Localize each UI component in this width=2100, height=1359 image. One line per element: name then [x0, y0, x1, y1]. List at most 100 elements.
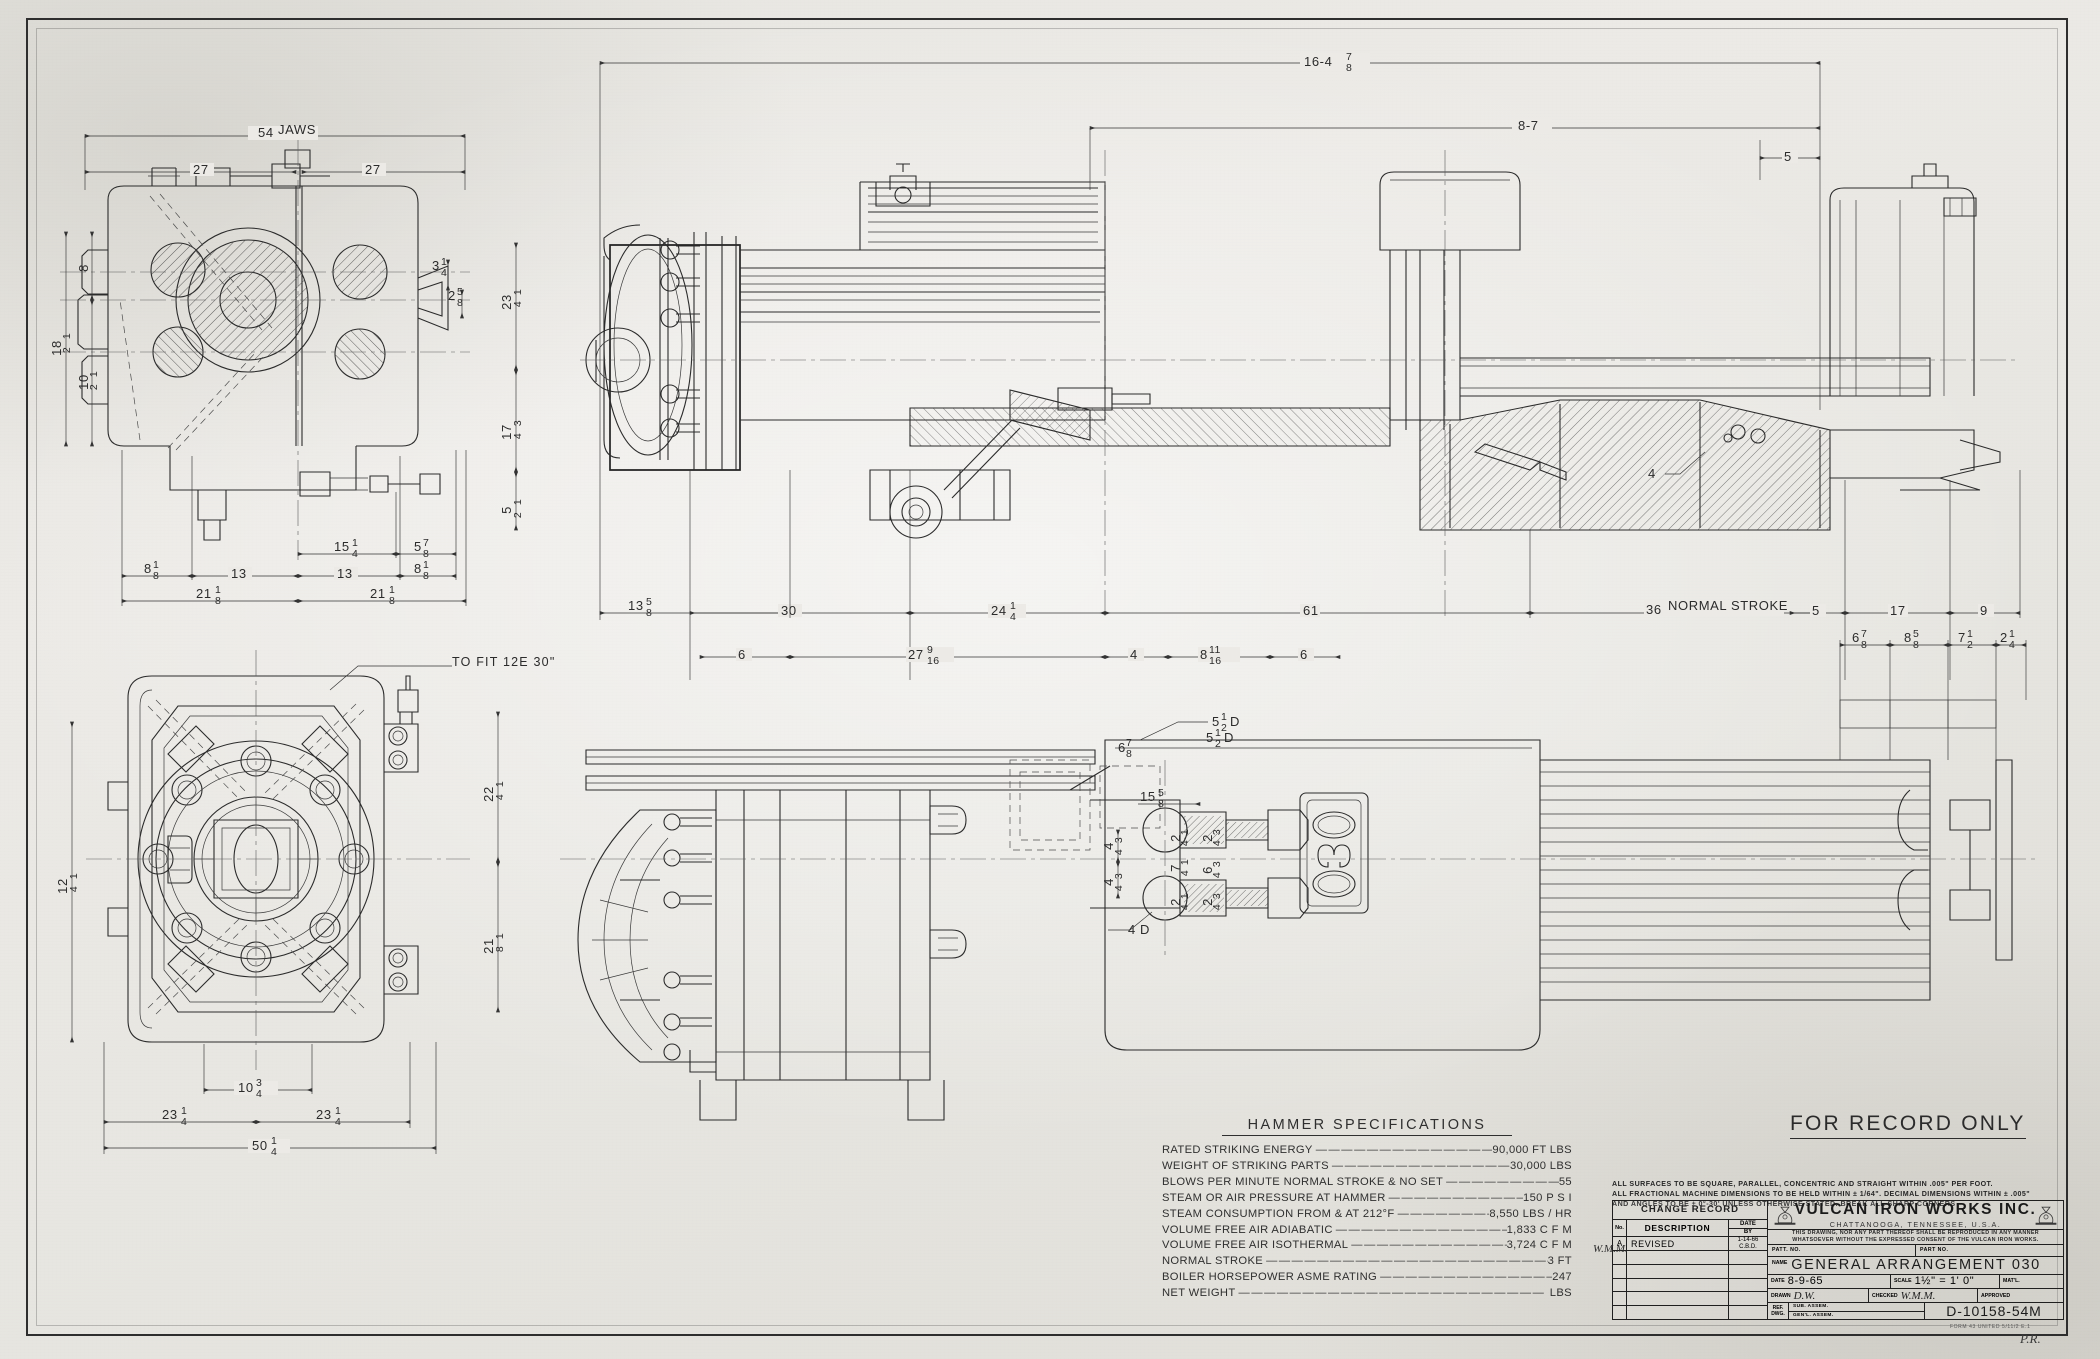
name-label: NAME: [1772, 1259, 1788, 1266]
scale-label: SCALE: [1894, 1278, 1912, 1285]
svg-text:1: 1: [1967, 628, 1973, 640]
svg-text:NORMAL STROKE: NORMAL STROKE: [1668, 598, 1788, 613]
svg-text:9: 9: [927, 644, 933, 656]
view-top-left: [60, 140, 470, 560]
svg-text:8-7: 8-7: [1518, 118, 1539, 133]
scale-value: 1½" = 1' 0": [1914, 1275, 1975, 1288]
svg-text:21: 21: [370, 586, 386, 601]
svg-text:JAWS: JAWS: [278, 122, 316, 137]
spec-label: BOILER HORSEPOWER ASME RATING: [1162, 1271, 1378, 1284]
legal-line-1: THIS DRAWING, NOR ANY PART THEREOF SHALL…: [1791, 1230, 2040, 1236]
svg-text:6: 6: [1852, 630, 1860, 645]
svg-text:2: 2: [1200, 834, 1215, 842]
svg-text:4: 4: [441, 267, 447, 279]
svg-text:5: 5: [499, 506, 514, 514]
tolerance-line-1: ALL SURFACES TO BE SQUARE, PARALLEL, CON…: [1612, 1180, 1993, 1188]
form-stamp: FORM 43 UNITED 5/11/2 E.1: [1950, 1324, 2031, 1330]
svg-text:27: 27: [365, 162, 381, 177]
svg-text:1: 1: [1179, 893, 1191, 899]
dims-main-row1: 13 5 8 30 24 1 4 61 36 NORMAL STROKE 5 1…: [599, 470, 2021, 680]
svg-text:7: 7: [1861, 628, 1867, 640]
for-record-only-stamp: FOR RECORD ONLY: [1790, 1112, 2026, 1139]
spec-label: WEIGHT OF STRIKING PARTS: [1162, 1159, 1329, 1172]
svg-text:8: 8: [1904, 630, 1912, 645]
svg-text:4 D: 4 D: [1128, 922, 1150, 937]
svg-text:23: 23: [162, 1107, 178, 1122]
svg-text:8: 8: [215, 595, 221, 607]
callouts-lower-plan: 5 1 2 D 4 D 15 5 8 6 7 8 4 3 4 4 3 4: [1101, 711, 1239, 937]
legal-line-2: WHATSOEVER WITHOUT THE EXPRESSED CONSENT…: [1792, 1236, 2039, 1243]
col-header-date: DATE: [1729, 1220, 1767, 1229]
svg-text:1: 1: [335, 1105, 341, 1117]
change-record-row: A REVISED 1-14-66 C.B.D.: [1613, 1237, 1767, 1251]
svg-text:1: 1: [389, 584, 395, 596]
tolerance-line-2: ALL FRACTIONAL MACHINE DIMENSIONS TO BE …: [1612, 1190, 2031, 1199]
spec-value: 1,833 C F M: [1506, 1223, 1572, 1236]
company-name: VULCAN IRON WORKS INC.: [1794, 1201, 2037, 1218]
vulcan-logo-left-icon: [1774, 1206, 1796, 1225]
spec-value: 8,550 LBS / HR: [1489, 1207, 1572, 1220]
svg-text:11: 11: [1209, 644, 1221, 656]
svg-text:1: 1: [441, 256, 447, 268]
reference-drawing-row: REF. DWG. SUB. ASSEM. GEN'L. ASSEM. D-10…: [1768, 1303, 2063, 1320]
svg-text:6: 6: [1118, 740, 1126, 755]
svg-text:5: 5: [646, 596, 652, 608]
nameplate-030: [1299, 792, 1369, 914]
svg-text:8: 8: [1126, 748, 1132, 760]
part-no-label: PART NO.: [1920, 1247, 1949, 1254]
svg-text:3: 3: [1211, 893, 1223, 899]
spec-row: STEAM CONSUMPTION FROM & AT 212°F———————…: [1162, 1207, 1572, 1223]
spec-value: LBS: [1549, 1287, 1572, 1300]
svg-text:4: 4: [1179, 840, 1191, 846]
svg-text:8: 8: [1200, 647, 1208, 662]
spec-label: NORMAL STROKE: [1162, 1255, 1264, 1268]
spec-value: 55: [1558, 1175, 1572, 1188]
svg-text:5: 5: [1158, 787, 1164, 799]
svg-text:10: 10: [76, 374, 91, 390]
bolt-lower: [1142, 875, 1309, 921]
svg-text:13: 13: [628, 598, 644, 613]
spec-value: 247: [1552, 1271, 1572, 1284]
svg-text:54: 54: [258, 125, 274, 140]
svg-text:8: 8: [646, 607, 652, 619]
drawing-number: D-10158-54M: [1946, 1303, 2042, 1320]
svg-text:2: 2: [448, 288, 456, 303]
spec-leader-dashes: ————————————————————————: [1238, 1287, 1546, 1300]
title-block-main: VULCAN IRON WORKS INC. CHATTANOOGA, TENN…: [1768, 1201, 2063, 1320]
svg-text:1: 1: [423, 559, 429, 571]
svg-text:9: 9: [1980, 603, 1988, 618]
svg-text:2: 2: [2000, 630, 2008, 645]
svg-text:1: 1: [88, 371, 100, 377]
svg-text:8: 8: [457, 297, 463, 309]
svg-text:15: 15: [1140, 789, 1156, 804]
svg-text:17: 17: [1890, 603, 1906, 618]
svg-text:4: 4: [2009, 639, 2015, 651]
drawn-signature: D.W.: [1793, 1289, 1816, 1302]
assembly-refs: SUB. ASSEM. GEN'L. ASSEM.: [1789, 1303, 1925, 1320]
spec-row: VOLUME FREE AIR ISOTHERMAL——————————————…: [1162, 1238, 1572, 1254]
company-city: CHATTANOOGA, TENNESSEE, U.S.A.: [1829, 1220, 2002, 1229]
spec-label: BLOWS PER MINUTE NORMAL STROKE & NO SET: [1162, 1175, 1444, 1188]
spec-row: RATED STRIKING ENERGY———————————————————…: [1162, 1143, 1572, 1159]
svg-text:1: 1: [1179, 829, 1191, 835]
svg-text:4: 4: [1211, 840, 1223, 846]
spec-leader-dashes: ————————————————————————: [1397, 1207, 1490, 1220]
svg-text:30: 30: [781, 603, 797, 618]
view-lower-plan: [560, 700, 2040, 1121]
svg-text:2: 2: [61, 347, 73, 353]
svg-text:4: 4: [1113, 885, 1125, 891]
spec-row: NORMAL STROKE————————————————————————3 F…: [1162, 1254, 1572, 1270]
sheet-border-inner: [36, 28, 2058, 1326]
svg-text:27: 27: [908, 647, 924, 662]
svg-text:8: 8: [1913, 639, 1919, 651]
checked-signature: W.M.M.: [1900, 1289, 1936, 1302]
change-record-row-empty: [1613, 1292, 1767, 1307]
svg-text:4: 4: [1101, 878, 1116, 886]
change-record-table: CHANGE RECORD No. DESCRIPTION DATE BY A …: [1613, 1201, 1768, 1319]
spec-leader-dashes: ————————————————————————: [1388, 1191, 1523, 1204]
date-scale-matl-row: DATE 8-9-65 SCALE 1½" = 1' 0" MAT'L.: [1768, 1274, 2063, 1290]
margin-signature: W.M.M.: [1593, 1243, 1628, 1255]
checked-label: CHECKED: [1872, 1292, 1898, 1299]
detail-top-nub: [1943, 197, 1977, 217]
